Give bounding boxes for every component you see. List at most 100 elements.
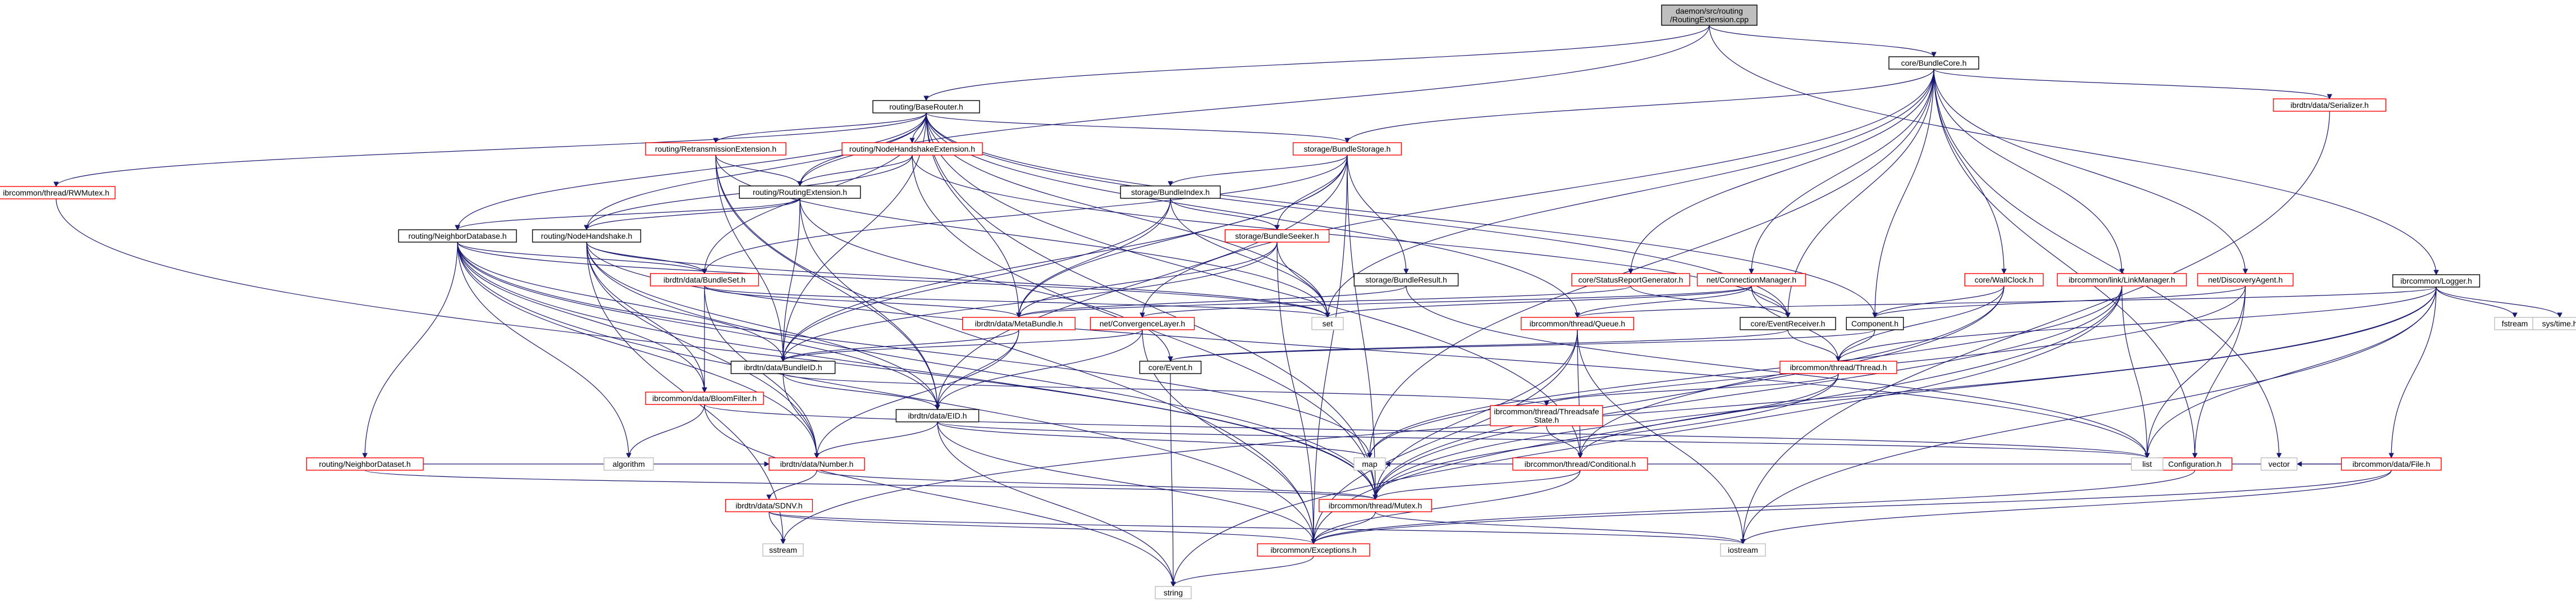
edge-nodehs-to-number xyxy=(586,242,820,458)
node-number[interactable]: ibrdtn/data/Number.h xyxy=(768,457,865,471)
node-box xyxy=(2261,457,2298,471)
node-thread[interactable]: ibrcommon/thread/Thread.h xyxy=(1779,361,1897,374)
node-label: core/StatusReportGenerator.h xyxy=(1578,275,1683,284)
node-box xyxy=(1740,317,1836,330)
node-convergence[interactable]: net/ConvergenceLayer.h xyxy=(1090,317,1195,330)
node-algorithm: algorithm xyxy=(603,457,654,471)
node-queue[interactable]: ibrcommon/thread/Queue.h xyxy=(1521,317,1634,330)
node-bloomfilter[interactable]: ibrcommon/data/BloomFilter.h xyxy=(645,392,764,405)
edge-bundlestorage-to-eid xyxy=(935,154,1348,410)
node-connmgr[interactable]: net/ConnectionManager.h xyxy=(1696,273,1806,286)
node-box xyxy=(1779,361,1897,374)
node-exceptions[interactable]: ibrcommon/Exceptions.h xyxy=(1257,543,1370,557)
edge-bundleseeker-to-metabundle xyxy=(1016,242,1278,318)
node-bundlestorage[interactable]: storage/BundleStorage.h xyxy=(1292,142,1402,156)
edge-bundlestorage-to-bundleresult xyxy=(1347,154,1409,274)
edge-number-to-mutex xyxy=(816,470,1378,500)
edge-bundlecore-to-connmgr xyxy=(1749,69,1934,274)
edge-bundleindex-to-bundleid xyxy=(780,198,1171,362)
node-wallclock[interactable]: core/WallClock.h xyxy=(1964,273,2044,286)
node-box xyxy=(1490,405,1603,426)
edge-logger-to-systime xyxy=(2436,286,2563,318)
node-discovery[interactable]: net/DiscoveryAgent.h xyxy=(2197,273,2294,286)
node-bundleid[interactable]: ibrdtn/data/BundleID.h xyxy=(730,361,836,374)
node-box xyxy=(841,142,983,156)
edge-queue-to-conditional xyxy=(1577,329,1583,458)
node-label: ibrdtn/data/Serializer.h xyxy=(2290,101,2368,110)
edge-neighbordb-to-neighbords xyxy=(362,242,458,458)
node-neighbords[interactable]: routing/NeighborDataset.h xyxy=(306,457,424,471)
node-retransext[interactable]: routing/RetransmissionExtension.h xyxy=(645,142,786,156)
edge-neighbordb-to-exceptions xyxy=(457,242,1316,544)
edge-linkmgr-to-exceptions xyxy=(1311,285,2122,544)
edge-thread-to-mutex xyxy=(1372,373,1839,500)
edge-root-to-bundlecore xyxy=(1709,25,1937,57)
node-linkmgr[interactable]: ibrcommon/link/LinkManager.h xyxy=(2057,273,2187,286)
node-box xyxy=(730,361,836,374)
edge-neighbords-to-mutex xyxy=(364,470,1378,500)
node-neighbordb[interactable]: routing/NeighborDatabase.h xyxy=(398,229,517,243)
edge-retransext-to-bundleid xyxy=(715,154,786,362)
edge-convergence-to-bundleid xyxy=(780,329,1143,362)
node-configuration[interactable]: Configuration.h xyxy=(2157,457,2232,471)
edge-neighbordb-to-eid xyxy=(457,242,940,410)
node-bundleresult[interactable]: storage/BundleResult.h xyxy=(1353,273,1459,286)
edge-routingext-to-bundleid xyxy=(780,198,800,362)
edge-exceptions-to-string xyxy=(1170,556,1314,587)
node-box xyxy=(739,185,861,199)
edge-logger-to-thread xyxy=(1836,286,2437,362)
node-logger[interactable]: ibrcommon/Logger.h xyxy=(2392,274,2481,288)
node-event[interactable]: core/Event.h xyxy=(1139,361,1202,374)
edge-bundleindex-to-set xyxy=(1170,198,1330,318)
node-bundleindex[interactable]: storage/BundleIndex.h xyxy=(1120,185,1221,199)
node-sdnv[interactable]: ibrdtn/data/SDNV.h xyxy=(725,499,813,512)
node-nodehsext[interactable]: routing/NodeHandshakeExtension.h xyxy=(841,142,983,156)
node-eid[interactable]: ibrdtn/data/EID.h xyxy=(895,409,980,422)
node-component[interactable]: Component.h xyxy=(1846,317,1904,330)
edge-logger-to-queue xyxy=(1575,286,2437,318)
node-box xyxy=(1257,543,1370,557)
edge-linkmgr-to-mutex xyxy=(1372,285,2122,500)
edge-discovery-to-component xyxy=(1872,285,2246,318)
node-serializer[interactable]: ibrdtn/data/Serializer.h xyxy=(2273,98,2386,112)
edge-bundlecore-to-set xyxy=(1325,69,1934,318)
edge-linkmgr-to-list xyxy=(2121,285,2150,458)
node-box xyxy=(1090,317,1195,330)
node-map: map xyxy=(1353,457,1386,471)
node-label: routing/RoutingExtension.h xyxy=(753,188,847,197)
node-bundleseeker[interactable]: storage/BundleSeeker.h xyxy=(1224,229,1330,243)
node-statusreport[interactable]: core/StatusReportGenerator.h xyxy=(1571,273,1690,286)
node-label: iostream xyxy=(1728,545,1758,554)
node-metabundle[interactable]: ibrdtn/data/MetaBundle.h xyxy=(962,317,1076,330)
edge-component-to-thread xyxy=(1836,329,1875,362)
node-label: sys/time.h xyxy=(2542,319,2576,328)
node-vector: vector xyxy=(2261,457,2298,471)
node-box xyxy=(1521,317,1634,330)
edge-sdnv-to-sstream xyxy=(768,511,786,544)
node-label: ibrdtn/data/Number.h xyxy=(780,460,854,468)
node-routingext[interactable]: routing/RoutingExtension.h xyxy=(739,185,861,199)
node-iostream: iostream xyxy=(1720,543,1766,557)
edge-convergence-to-eid xyxy=(935,329,1143,410)
node-string: string xyxy=(1155,586,1192,599)
node-box xyxy=(2532,317,2576,330)
node-eventreceiver[interactable]: core/EventReceiver.h xyxy=(1740,317,1836,330)
node-nodehs[interactable]: routing/NodeHandshake.h xyxy=(532,229,642,243)
node-file[interactable]: ibrcommon/data/File.h xyxy=(2341,457,2442,471)
edge-eid-to-string xyxy=(937,421,1176,587)
node-label: ibrdtn/data/BundleSet.h xyxy=(664,275,745,284)
node-bundlecore[interactable]: core/BundleCore.h xyxy=(1888,56,1979,70)
node-label: ibrdtn/data/EID.h xyxy=(908,411,967,420)
edge-file-to-iostream xyxy=(1740,470,2392,544)
edge-routingext-to-neighbordb xyxy=(455,198,800,230)
node-baserouter[interactable]: routing/BaseRouter.h xyxy=(872,100,980,113)
node-bundleset[interactable]: ibrdtn/data/BundleSet.h xyxy=(649,273,759,286)
node-box xyxy=(0,186,116,199)
node-rwmutex[interactable]: ibrcommon/thread/RWMutex.h xyxy=(0,186,116,199)
node-label: storage/BundleIndex.h xyxy=(1131,188,1210,197)
node-conditional[interactable]: ibrcommon/thread/Conditional.h xyxy=(1512,457,1648,471)
edge-bundleindex-to-metabundle xyxy=(1016,198,1171,318)
node-mutex[interactable]: ibrcommon/thread/Mutex.h xyxy=(1319,499,1432,512)
